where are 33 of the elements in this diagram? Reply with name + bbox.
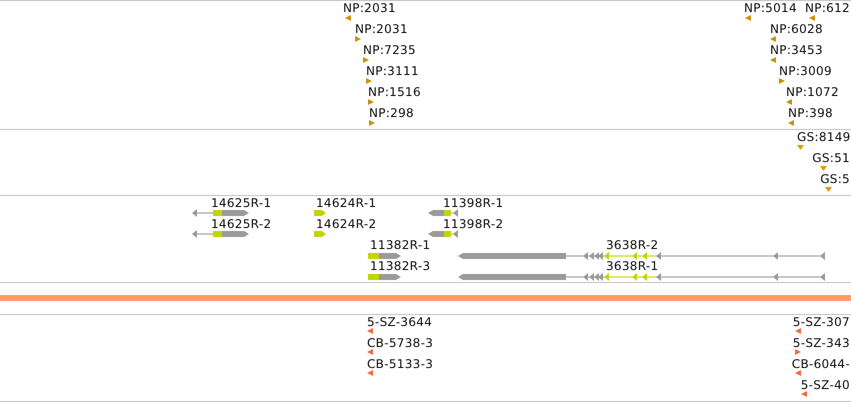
feature-label: GS:8149 [797, 130, 851, 144]
feature-label: 14624R-2 [316, 217, 376, 231]
feature-label: CB-6044- [792, 357, 850, 371]
feature-label: 5-SZ-40 [800, 378, 850, 392]
feature-label: 5-SZ-343 [792, 336, 850, 350]
feature-label: 3638R-1 [606, 259, 658, 273]
feature-label: 14625R-2 [211, 217, 272, 231]
feature-label: 5-SZ-3644 [367, 315, 432, 329]
feature-label: NP:1072 [786, 85, 839, 99]
feature-label: CB-5738-3 [367, 336, 434, 350]
feature-label: NP:5014 [744, 1, 797, 15]
feature-label: 11382R-1 [370, 238, 430, 252]
feature-label: 11382R-3 [370, 259, 430, 273]
feature-label: NP:2031 [343, 1, 396, 15]
feature-label: NP:3009 [779, 64, 832, 78]
feature-label: NP:612 [805, 1, 850, 15]
feature-label: 5-SZ-307 [792, 315, 850, 329]
feature-label: 14625R-1 [211, 196, 272, 210]
feature-label: GS:51 [812, 151, 850, 165]
feature-label: NP:1516 [368, 85, 421, 99]
feature-label: NP:6028 [770, 22, 823, 36]
feature-label: NP:2031 [355, 22, 408, 36]
feature-label: NP:3111 [366, 64, 419, 78]
feature-label: NP:398 [788, 106, 833, 120]
feature-label: NP:7235 [363, 43, 416, 57]
feature-label: 11398R-2 [443, 217, 504, 231]
feature-label: 14624R-1 [316, 196, 376, 210]
feature-label: 3638R-2 [606, 238, 658, 252]
feature-label: NP:298 [369, 106, 414, 120]
feature-label: NP:3453 [770, 43, 823, 57]
feature-label: 11398R-1 [443, 196, 504, 210]
feature-label: CB-5133-3 [367, 357, 434, 371]
feature-label: GS:5 [820, 172, 850, 186]
